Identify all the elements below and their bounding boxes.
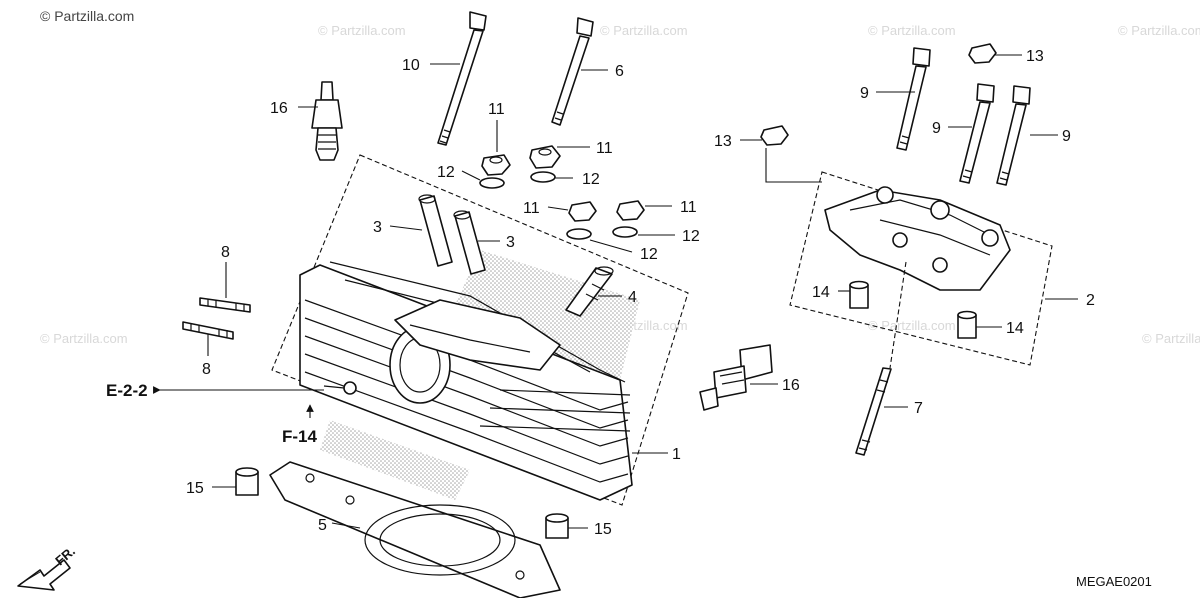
watermark-faint: © Partzilla.com — [1142, 331, 1200, 346]
callout-16-middle: 16 — [782, 377, 800, 394]
callout-14a: 14 — [812, 284, 830, 301]
dowel-pin-15b — [545, 513, 569, 539]
ref-e-2-2: E-2-2 — [106, 381, 148, 400]
dowel-pin-15a — [235, 467, 259, 496]
watermark-faint: © Partzilla.com — [868, 318, 956, 333]
watermark-faint: © Partzilla.com — [40, 331, 128, 346]
callout-4: 4 — [628, 289, 637, 306]
washer-12c — [566, 228, 592, 240]
callout-11d: 11 — [680, 199, 697, 216]
head-gasket — [269, 461, 561, 598]
nut-11c — [568, 201, 597, 222]
callout-13b: 13 — [1026, 48, 1044, 65]
stud-7 — [855, 261, 907, 456]
dowel-tube-4 — [565, 266, 614, 317]
callout-9c: 9 — [1062, 128, 1071, 145]
bolt-6 — [551, 17, 594, 126]
watermark-main: © Partzilla.com — [40, 8, 134, 24]
valve-guide-3b — [453, 210, 486, 275]
valve-guide-3a — [418, 194, 453, 267]
callout-11a: 11 — [488, 101, 505, 118]
callout-9b: 9 — [932, 120, 941, 137]
callout-15b: 15 — [594, 521, 612, 538]
callout-6: 6 — [615, 63, 624, 80]
watermark-faint: © Partzilla.com — [318, 23, 406, 38]
bolt-9a — [896, 47, 931, 151]
bolt-10 — [437, 11, 487, 146]
bolt-9b — [959, 83, 995, 184]
collar-14b — [957, 310, 977, 339]
spark-plug-top — [311, 81, 343, 161]
callout-12d: 12 — [682, 228, 700, 245]
leader-lines — [153, 54, 1078, 529]
nut-11a — [481, 154, 511, 176]
stud-8b — [182, 321, 234, 340]
front-label: FR. — [52, 543, 78, 568]
front-direction-arrow: FR. — [17, 543, 78, 591]
callout-3a: 3 — [373, 219, 382, 236]
callout-5: 5 — [318, 517, 327, 534]
nut-11d — [616, 200, 645, 221]
washer-12b — [530, 171, 556, 183]
callout-8a: 8 — [221, 244, 230, 261]
callout-8b: 8 — [202, 361, 211, 378]
callout-1: 1 — [672, 446, 681, 463]
callout-16-top: 16 — [270, 100, 288, 117]
callout-15a: 15 — [186, 480, 204, 497]
washer-12d — [612, 226, 638, 238]
nut-11b — [529, 145, 561, 169]
watermark-faint: © Partzilla.com — [600, 23, 688, 38]
callout-11b: 11 — [596, 140, 613, 157]
collar-14a — [849, 280, 869, 309]
callout-7: 7 — [914, 400, 923, 417]
callout-3b: 3 — [506, 234, 515, 251]
bolt-9c — [996, 85, 1031, 186]
callout-9a: 9 — [860, 85, 869, 102]
diagram-code: MEGAE0201 — [1076, 574, 1152, 589]
watermark-faint: © Partzilla.com — [1118, 23, 1200, 38]
callout-labels: 10 6 16 11 11 12 12 11 11 12 12 3 3 4 8 … — [186, 48, 1095, 538]
callout-10: 10 — [402, 57, 420, 74]
callout-12c: 12 — [640, 246, 658, 263]
callout-13a: 13 — [714, 133, 732, 150]
washer-12a — [479, 177, 505, 189]
callout-11c: 11 — [523, 200, 540, 217]
ref-f-14: F-14 — [282, 427, 318, 446]
callout-12b: 12 — [582, 171, 600, 188]
nut-13b — [760, 125, 789, 146]
stud-8a — [199, 297, 251, 313]
watermark-faint: © Partzilla.com — [868, 23, 956, 38]
callout-2: 2 — [1086, 292, 1095, 309]
head-group-outline — [271, 154, 689, 506]
rocker-arm-holder — [824, 186, 1011, 291]
spark-plug-middle — [699, 344, 773, 411]
callout-14b: 14 — [1006, 320, 1024, 337]
gasket-shading — [320, 420, 470, 500]
cylinder-head — [299, 261, 633, 501]
nut-13a — [968, 43, 997, 64]
callout-12a: 12 — [437, 164, 455, 181]
